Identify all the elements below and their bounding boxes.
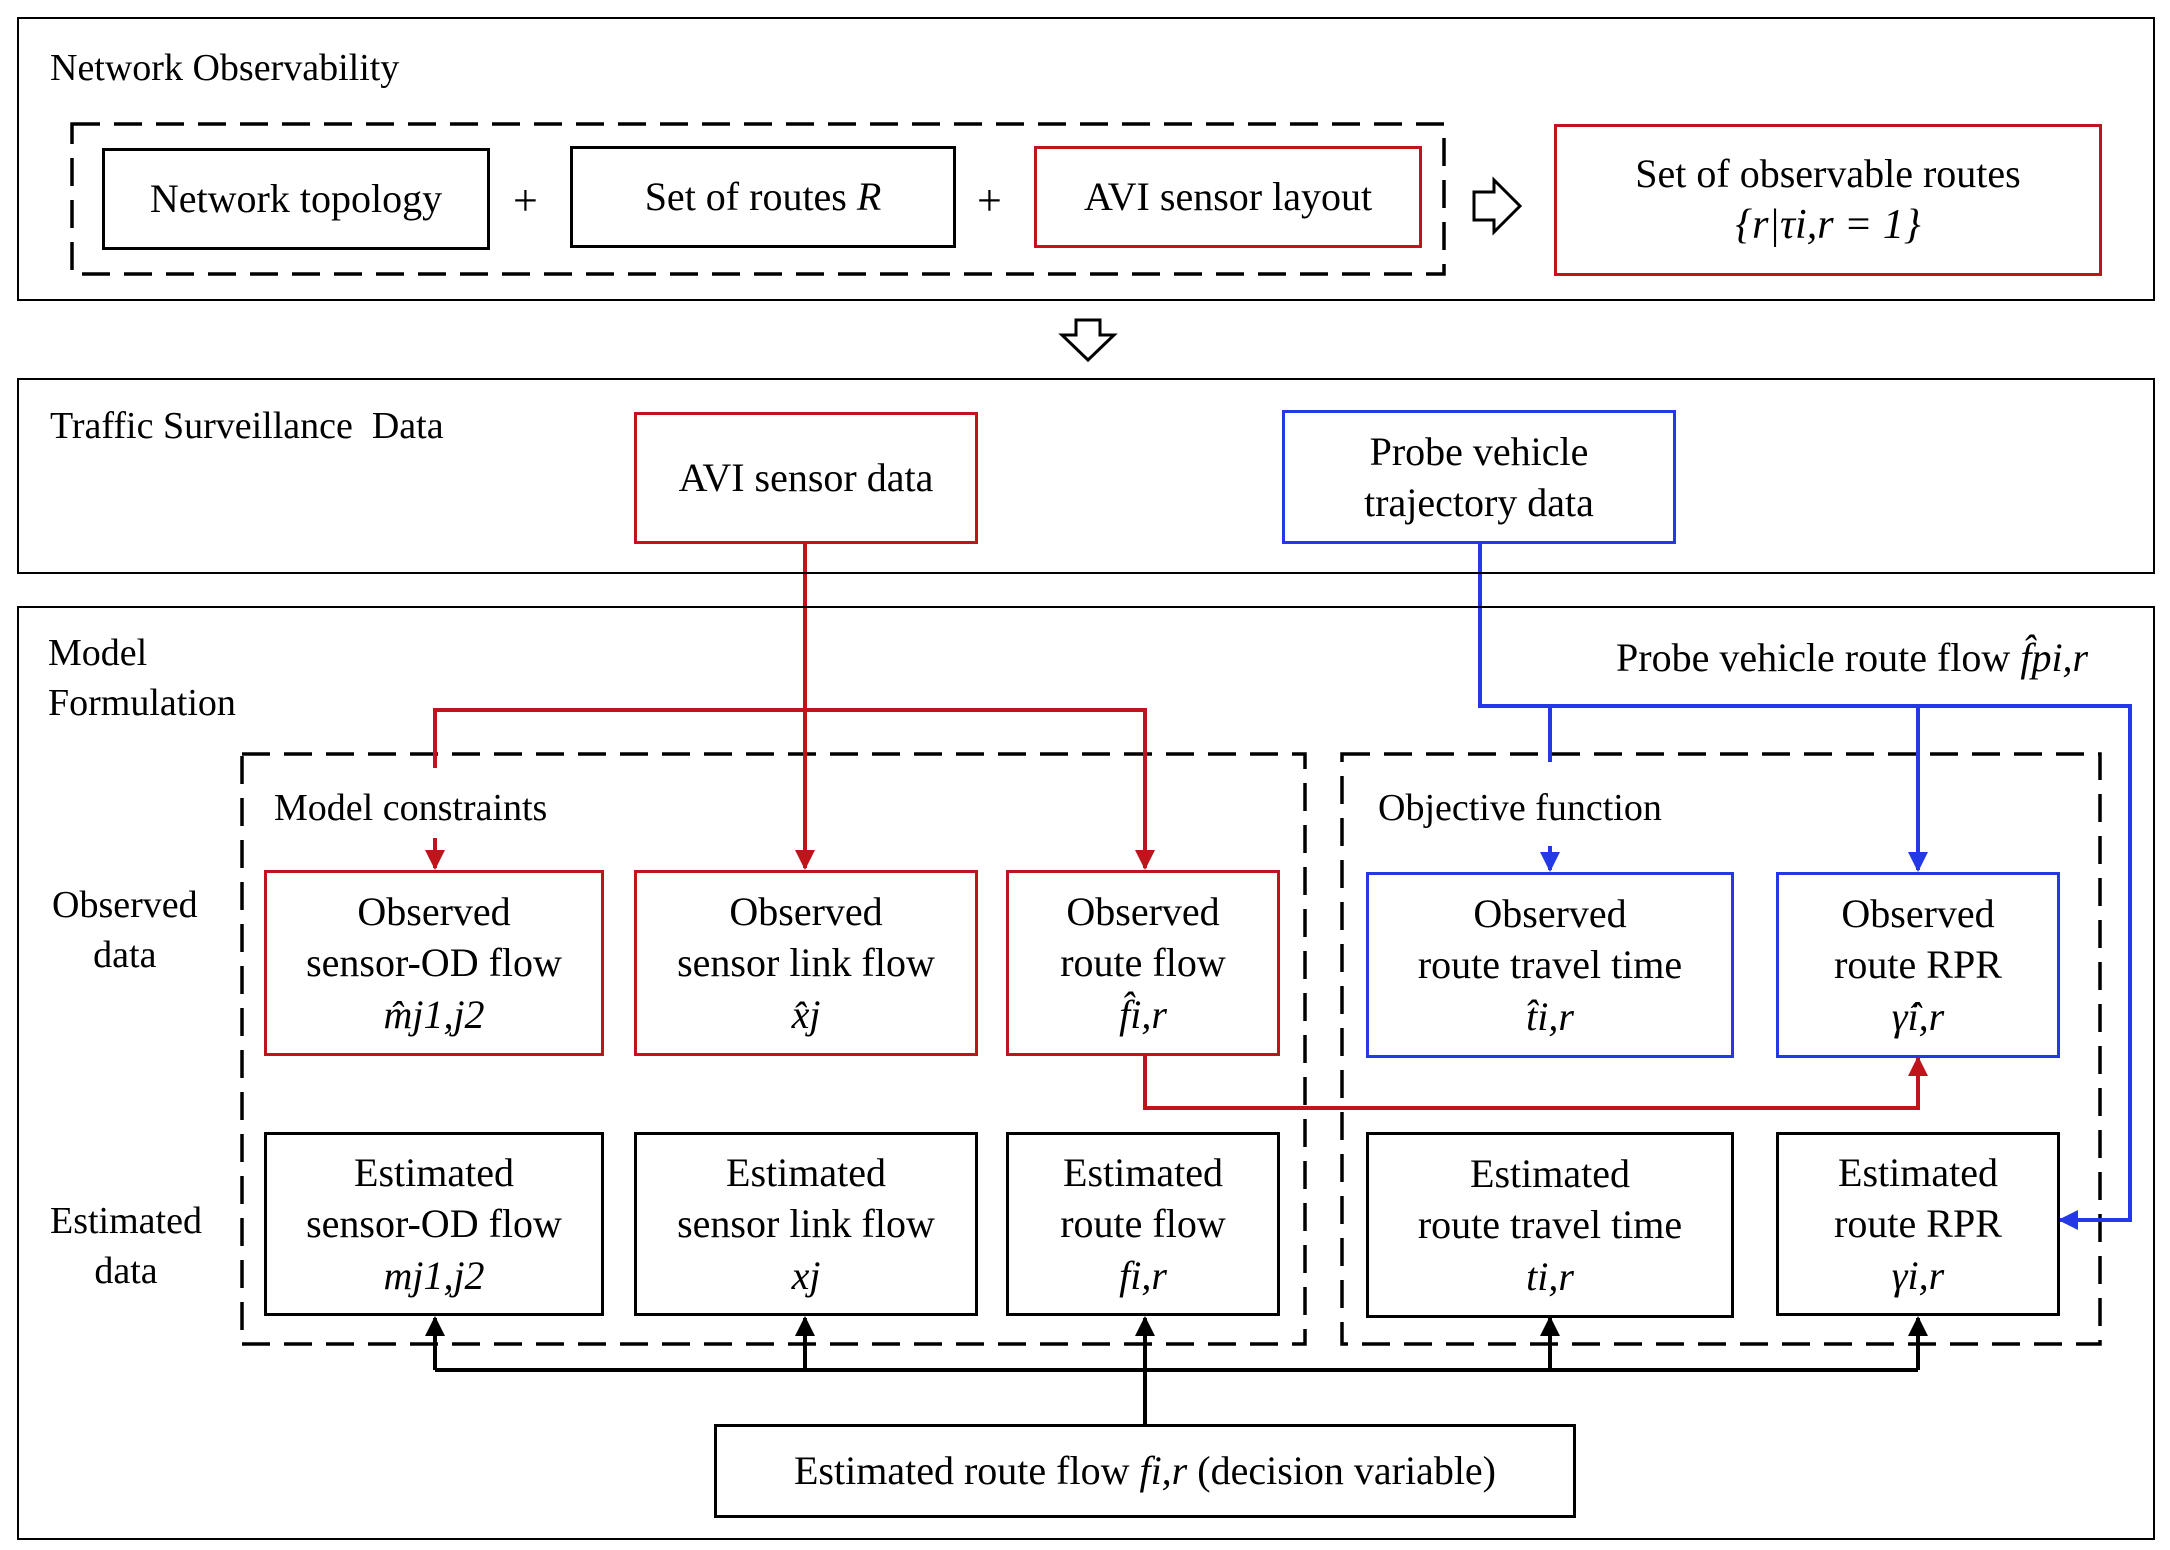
observable-routes-formula: {r|τi,r = 1} [1735,201,1921,248]
observed-route-travel-time-box: Observed route travel time t̂i,r [1366,872,1734,1058]
traffic-surveillance-title: Traffic Surveillance Data [50,405,444,447]
model-formulation-title: Model Formulation [48,628,236,728]
avi-split-connector [433,708,1155,870]
plus-sign-2: + [977,176,1002,225]
set-of-routes-label: Set of routes R [644,174,882,220]
avi-sensor-layout-label: AVI sensor layout [1083,174,1373,220]
estimated-data-row-label: Estimated data [50,1200,202,1292]
estimated-time-var: ti,r [1526,1253,1574,1299]
avi-sensor-layout-box: AVI sensor layout [1034,146,1422,248]
observed-route-rpr-box: Observed route RPR γ̂i,r [1776,872,2060,1058]
observability-inputs-dashed-group [70,122,1446,276]
probe-vehicle-label-line2: trajectory data [1364,480,1594,525]
observed-data-row-label: Observed data [52,884,198,976]
estimated-od-var: mj1,j2 [383,1252,485,1298]
set-of-routes-box: Set of routes R [570,146,956,248]
observable-routes-label: Set of observable routes [1635,150,2021,196]
avi-sensor-data-label: AVI sensor data [678,455,934,501]
observed-time-var: t̂i,r [1526,993,1574,1039]
model-title-line2: Formulation [48,682,236,724]
objective-function-dashed-group [1340,752,2102,1346]
network-topology-label: Network topology [149,176,443,222]
probe-main-connector [1478,544,2132,1230]
estimated-rpr-var: γi,r [1891,1252,1945,1298]
model-constraints-dashed-group [240,752,1307,1346]
implies-arrow-down [1058,318,1118,363]
observable-routes-box: Set of observable routes {r|τi,r = 1} [1554,124,2102,276]
model-constraints-label: Model constraints [274,787,548,829]
observed-route-var: f̂i,r [1119,991,1167,1037]
estimated-route-travel-time-box: Estimated route travel time ti,r [1366,1132,1734,1318]
estimated-sensor-od-flow-box: Estimated sensor-OD flow mj1,j2 [264,1132,604,1316]
observed-link-var: x̂j [791,991,821,1037]
estimated-link-var: xj [791,1252,821,1298]
probe-vehicle-label-line1: Probe vehicle [1369,428,1589,474]
objective-function-label: Objective function [1378,787,1662,829]
network-observability-title: Network Observability [50,47,400,89]
decision-variable-box: Estimated route flow fi,r (decision vari… [714,1424,1576,1518]
plus-sign-1: + [513,176,538,225]
implies-arrow-right [1472,176,1523,236]
decision-variable-label: Estimated route flow fi,r (decision vari… [793,1448,1496,1494]
network-topology-box: Network topology [102,148,490,250]
route-flow-to-rpr-connector [1143,1056,1928,1110]
estimated-route-var: fi,r [1119,1252,1167,1298]
network-observability-panel [17,17,2155,301]
estimated-sensor-link-flow-box: Estimated sensor link flow xj [634,1132,978,1316]
avi-sensor-data-box: AVI sensor data [634,412,978,544]
observed-sensor-link-flow-box: Observed sensor link flow x̂j [634,870,978,1056]
probe-vehicle-data-box: Probe vehicle trajectory data [1282,410,1676,544]
observed-od-var: m̂j1,j2 [383,991,485,1037]
observed-sensor-od-flow-box: Observed sensor-OD flow m̂j1,j2 [264,870,604,1056]
estimated-route-rpr-box: Estimated route RPR γi,r [1776,1132,2060,1316]
model-title-line1: Model [48,632,148,674]
traffic-surveillance-panel [17,378,2155,574]
observed-rpr-var: γ̂i,r [1891,993,1945,1039]
estimated-route-flow-box: Estimated route flow fi,r [1006,1132,1280,1316]
model-formulation-panel [17,606,2155,1540]
probe-route-flow-label: Probe vehicle route flow f̂pi,r [1616,635,2089,680]
observed-route-flow-box: Observed route flow f̂i,r [1006,870,1280,1056]
